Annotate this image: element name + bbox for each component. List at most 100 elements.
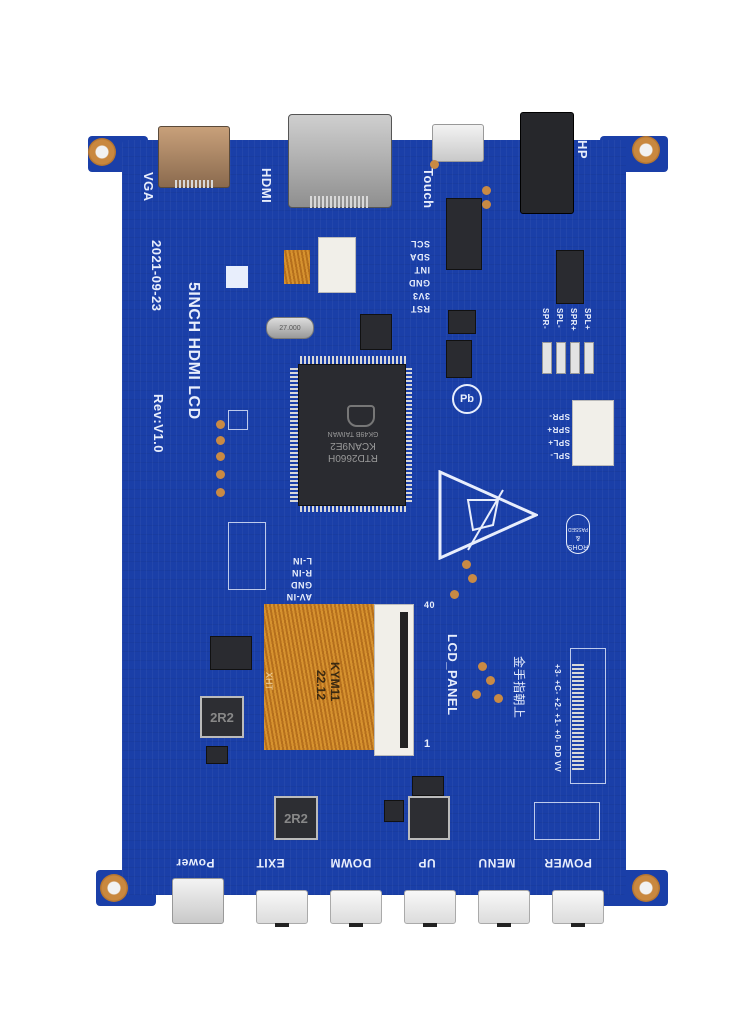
- via-pad: [486, 676, 495, 685]
- pin-label-3v3: 3V3: [412, 291, 430, 301]
- pcb-board: [122, 140, 626, 895]
- rohs-line1: ROHS: [567, 543, 589, 550]
- via-pad: [482, 186, 491, 195]
- lcd-pin-40-label: 40: [424, 600, 436, 610]
- via-pad: [450, 590, 459, 599]
- button-label-down: DOWM: [330, 856, 372, 870]
- button-label-up: UP: [418, 856, 436, 870]
- power-button[interactable]: [552, 890, 604, 927]
- button-label-menu: MENU: [478, 856, 516, 870]
- pb-free-icon: Pb: [452, 384, 482, 414]
- lcd-flex-cable: XHT KYM11 22.12: [264, 604, 376, 750]
- inductor-2r2: 2R2: [200, 696, 244, 738]
- pin-label-sda: SDA: [409, 252, 430, 262]
- hand-warning-triangle-icon: [438, 470, 538, 560]
- small-ic: [448, 310, 476, 334]
- touch-usb-connector[interactable]: [432, 124, 484, 162]
- flex-brand: XHT: [264, 672, 274, 690]
- chip-line3: GK49B TAIWAN: [327, 430, 379, 437]
- chip-marking: RTD2660H KCAN9E2 GK49B TAIWAN: [313, 427, 393, 463]
- hdmi-connector[interactable]: [288, 114, 392, 208]
- pin-label-av-in: AV-IN: [286, 592, 312, 602]
- av-connector-outline: [228, 522, 266, 590]
- speaker-pin-labels-connector: SPR- SPR+ SPL+ SPL-: [536, 408, 570, 460]
- rohs-line3: PASSED: [568, 526, 588, 532]
- via-pad: [494, 694, 503, 703]
- touch-controller-chip: [446, 198, 482, 270]
- headphone-jack[interactable]: [520, 112, 574, 214]
- chip-line2: KCAN9E2: [330, 440, 376, 451]
- speaker-pad: [542, 342, 552, 374]
- mounting-hole-icon: [100, 874, 128, 902]
- via-pad: [482, 200, 491, 209]
- audio-amp-chip: [556, 250, 584, 304]
- connector-pins: [175, 180, 215, 188]
- board-date: 2021-09-23: [149, 240, 164, 312]
- via-pad: [478, 662, 487, 671]
- logo-icon: [226, 266, 248, 288]
- inductor-2r2: 2R2: [274, 796, 318, 840]
- power-usb-connector[interactable]: [172, 878, 224, 924]
- mounting-hole-icon: [632, 874, 660, 902]
- eeprom-chip: [446, 340, 472, 378]
- button-label-exit: EXIT: [256, 856, 285, 870]
- av-pin-labels: L-IN R-IN GND AV-IN: [272, 554, 312, 602]
- crystal-oscillator: 27.000: [266, 317, 314, 339]
- mosfet: [206, 746, 228, 764]
- pin-label: SPL-: [555, 308, 564, 329]
- fpc-pin-labels: +3- +C- +2- +1- +0- DD VV: [553, 664, 562, 773]
- inductor: [408, 796, 450, 840]
- speaker-pad: [570, 342, 580, 374]
- pin-label-int: INT: [414, 265, 430, 275]
- main-scaler-chip: RTD2660H KCAN9E2 GK49B TAIWAN: [298, 364, 406, 506]
- via-pad: [216, 470, 225, 479]
- pin-label: SPR+: [546, 425, 570, 434]
- realtek-logo-icon: [347, 405, 375, 427]
- mounting-hole-icon: [632, 136, 660, 164]
- via-pad: [462, 560, 471, 569]
- board-revision: Rev:V1.0: [151, 394, 166, 453]
- chip-pins-left: [290, 366, 298, 502]
- menu-button[interactable]: [478, 890, 530, 927]
- vga-mini-hdmi-connector[interactable]: [158, 126, 230, 188]
- mounting-hole-icon: [88, 138, 116, 166]
- flex-code1: KYM11: [328, 662, 342, 702]
- chip-pins-top: [300, 356, 406, 364]
- chip-pins-right: [404, 366, 412, 502]
- pin-label-scl: SCL: [410, 239, 431, 249]
- pin-label-l-in: L-IN: [292, 556, 313, 566]
- hp-label: HP: [575, 140, 590, 160]
- via-pad: [216, 420, 225, 429]
- via-pad: [216, 488, 225, 497]
- speaker-pin-labels-top: SPR- SPL- SPR+ SPL+: [538, 308, 608, 338]
- regulator-chip: [360, 314, 392, 350]
- down-button[interactable]: [330, 890, 382, 927]
- button-label-power: POWER: [544, 856, 592, 870]
- exit-button[interactable]: [256, 890, 308, 927]
- lcd-panel-label: LCD_PANEL: [445, 634, 460, 716]
- trash-bin-recycle-icon: [228, 410, 248, 430]
- lcd-zif-connector[interactable]: [374, 604, 414, 756]
- pin-label: SPL+: [583, 308, 592, 331]
- board-title: 5INCH HDMI LCD: [185, 282, 202, 420]
- fpc-connector-outline: [570, 648, 606, 784]
- pin-label: SPR-: [541, 308, 550, 330]
- pin-label-rst: RST: [410, 304, 431, 314]
- up-button[interactable]: [404, 890, 456, 927]
- chip-pins-bottom: [300, 504, 406, 512]
- speaker-connector[interactable]: [572, 400, 614, 466]
- touch-flex-cable: [284, 250, 310, 284]
- via-pad: [468, 574, 477, 583]
- fpc-note: 金手指朝上: [512, 656, 526, 719]
- mosfet: [384, 800, 404, 822]
- pin-label: SPL-: [549, 451, 570, 460]
- power-ic: [412, 776, 444, 796]
- touch-label: Touch: [421, 168, 436, 209]
- pin-label: SPL+: [547, 438, 570, 447]
- via-pad: [216, 452, 225, 461]
- fpc-pins: [572, 664, 584, 770]
- pin-label-r-in: R-IN: [291, 568, 313, 578]
- via-pad: [216, 436, 225, 445]
- connector-pins: [310, 196, 370, 208]
- touch-fpc-connector[interactable]: [318, 237, 356, 293]
